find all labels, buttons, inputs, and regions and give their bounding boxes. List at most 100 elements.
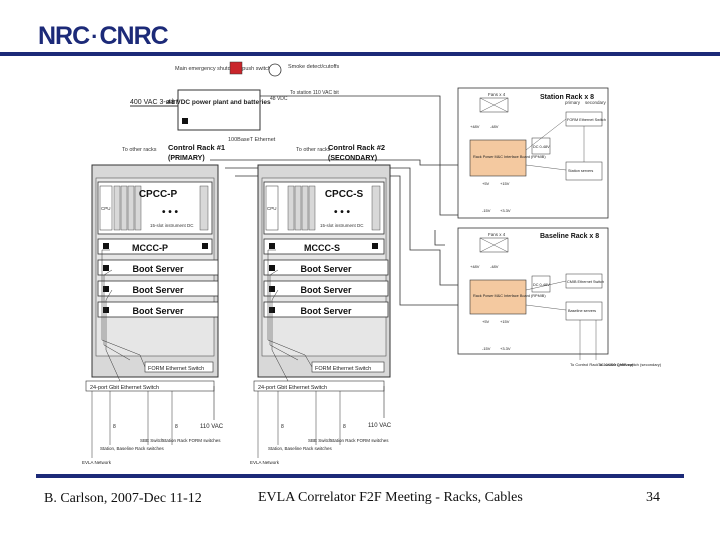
rack2-instrument-rail: 15-slot instrument DC (320, 223, 364, 228)
rack2-bottom-label-2: SBE Switch (308, 438, 332, 443)
rack1-boot-server-1: Boot Server (132, 264, 184, 274)
to-station-label: To station 110 VAC bit (290, 90, 339, 96)
baseline-wire-1 (525, 280, 567, 291)
rack1-boot-server-3-box (97, 301, 219, 318)
rack1-boot-server-2-box (97, 280, 219, 297)
station-vrail-6: +3.3V (500, 208, 511, 213)
baseline-vrail-3: +5V (482, 319, 490, 324)
rack1-bottom-label-2: SBE Switch (140, 438, 164, 443)
rack1-cable-1 (101, 249, 146, 368)
rack2-evla-network: EVLA Network (250, 460, 280, 465)
rack2-cable-1 (267, 249, 313, 368)
rack1-evla-network: EVLA Network (82, 460, 112, 465)
rack1-bottom-label-3: Station Rack FORM switches (162, 438, 221, 443)
baseline-server-box (565, 301, 603, 321)
station-fan-x2 (479, 97, 509, 113)
rack1-cable-3 (105, 289, 121, 382)
station-vrail-5: -15V (482, 208, 491, 213)
station-fans-label: Fans x 4 (488, 92, 506, 97)
station-interface-label: Rack Power M&C Interface Board (RPMIB) (473, 155, 546, 159)
rack1-mccc-box (97, 238, 213, 255)
rack1-mccc-marker-left (103, 243, 109, 249)
rack2-to-other: To other racks (296, 147, 331, 153)
rack2-boot-server-1-marker (269, 265, 275, 271)
station-secondary: secondary (585, 100, 607, 105)
rack2-mccc-box (263, 238, 385, 255)
rack1-boot-server-1-marker (103, 265, 109, 271)
trunk-route-1 (360, 95, 460, 216)
rack2-vac-label: 110 VAC (368, 423, 392, 429)
station-wire-1 (525, 118, 567, 151)
emergency-switch (229, 61, 243, 75)
rack2-boot-server-3: Boot Server (300, 306, 352, 316)
baseline-ps-label: DC 0-48V (533, 283, 550, 287)
rack2-subtitle: (SECONDARY) (328, 155, 377, 162)
rack2-title: Control Rack #2 (328, 143, 385, 152)
baseline-fan-x2 (479, 237, 509, 253)
rack1-slot-1 (113, 185, 121, 231)
station-wire-2 (525, 164, 567, 171)
rack2-boot-server-2-marker (269, 286, 275, 292)
rack2-cable-2 (269, 269, 299, 361)
ac-in-label: 400 VAC 3-ø in (130, 99, 177, 106)
baseline-rack-title: Baseline Rack x 8 (540, 233, 599, 240)
rack1-boot-server-3: Boot Server (132, 306, 184, 316)
rack2-bottom-label-1: Station, Baseline Rack switches (268, 446, 333, 451)
rack2-cpu-slot (265, 185, 279, 231)
nrc-cnrc-logo: NRC·CNRC (38, 22, 169, 51)
rack1-form-switch-label: FORM Ethernet Switch (148, 366, 204, 372)
rack1-cable-2 (103, 269, 131, 361)
rack2-cpu-label: CPU (267, 206, 277, 211)
rack2-cpcc-crate (263, 181, 385, 235)
rack1-vac-label: 110 VAC (200, 424, 224, 430)
rack1-slot-4 (134, 185, 142, 231)
footer-author-date: B. Carlson, 2007-Dec 11-12 (44, 491, 202, 506)
rack2-slot-2 (294, 185, 302, 231)
smoke-detector-icon (268, 63, 282, 77)
rack2-mccc-marker-right (372, 243, 378, 249)
rack1-title: Control Rack #1 (168, 143, 225, 152)
rack1-cpu-slot (99, 185, 113, 231)
emergency-switch-label: Main emergency shutdown push switch (175, 66, 271, 72)
rack1-mccc-label: MCCC-P (132, 243, 168, 253)
rack1-gbit-switch-label: 24-port Gbit Ethernet Switch (90, 385, 159, 391)
rack2-boot-server-2: Boot Server (300, 285, 352, 295)
footer-title: EVLA Correlator F2F Meeting - Racks, Cab… (258, 490, 523, 505)
footer-rule (36, 474, 684, 478)
rack1-count-2: 8 (175, 424, 178, 430)
trunk-route-2 (210, 159, 465, 166)
logo-nrc: NRC (38, 22, 90, 50)
rack1-dots: • • • (162, 207, 179, 218)
dc-plant-label: 48 VDC power plant and batteries (167, 99, 271, 106)
baseline-interface-label: Rack Power M&C Interface Board (RPMIB) (473, 294, 546, 298)
baseline-server-label: Baseline servers (568, 309, 596, 313)
logo-cnrc: CNRC (99, 22, 169, 50)
baseline-vrail-1: +48V (470, 264, 480, 269)
baseline-vrail-5: -15V (482, 346, 491, 351)
baseline-interface-box (469, 279, 527, 315)
baseline-switch-label: CMIB Ethernet Switch (567, 280, 604, 284)
rack2-cpcc-label: CPCC-S (325, 189, 364, 200)
baseline-ps-box (531, 275, 551, 293)
baseline-to-cmib: To 10/100 CMIB switch (secondary) (598, 362, 662, 367)
station-vrail-1: +48V (470, 124, 480, 129)
rack1-cpu-label: CPU (101, 206, 111, 211)
rack2-slot-3 (301, 185, 309, 231)
station-server-label: Station servers (568, 169, 593, 173)
rack2-boot-server-2-box (263, 280, 389, 297)
station-interface-box (469, 139, 527, 177)
dc-plant-marker (182, 118, 188, 124)
station-primary: primary (565, 100, 581, 105)
rack2-slot-5 (371, 185, 381, 231)
rack2-slot-4 (308, 185, 316, 231)
baseline-to-control: To Control Rack #1 switch (primary) (570, 362, 634, 367)
station-rack-title: Station Rack x 8 (540, 94, 594, 101)
baseline-vrail-6: +3.3V (500, 346, 511, 351)
rack1-count-1: 8 (113, 424, 116, 430)
trunk-route-5 (434, 230, 445, 246)
rack2-form-switch-label: FORM Ethernet Switch (315, 366, 371, 372)
baseline-vrail-2: -48V (490, 264, 499, 269)
rack1-boot-server-2: Boot Server (132, 285, 184, 295)
rack1-boot-server-1-box (97, 259, 219, 276)
